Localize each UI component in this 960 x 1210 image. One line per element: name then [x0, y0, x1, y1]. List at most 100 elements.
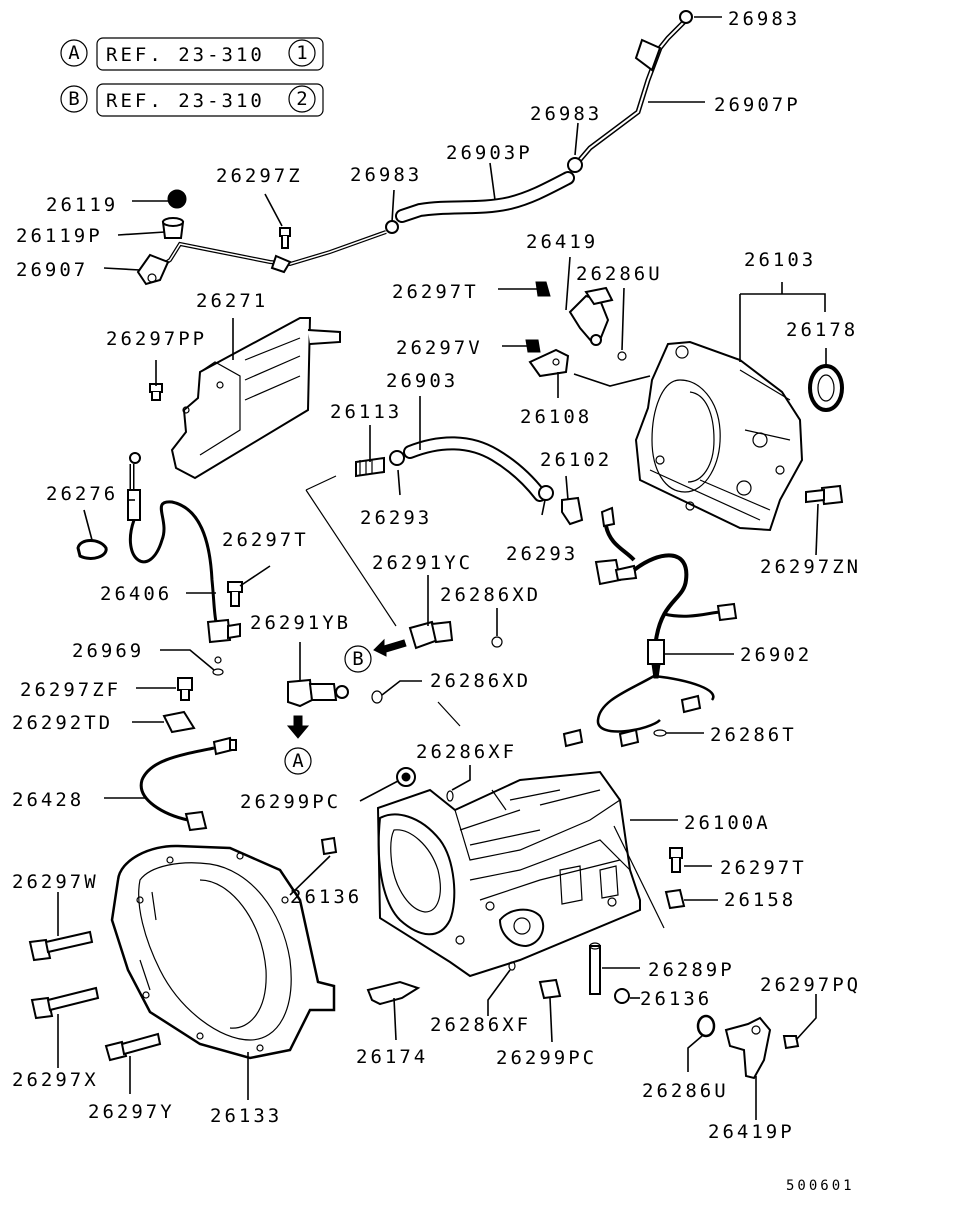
- label-26428: 26428: [12, 789, 84, 811]
- label-26299PC: 26299PC: [496, 1047, 597, 1069]
- label-26136: 26136: [290, 886, 362, 908]
- cap-26119: [167, 189, 187, 209]
- label-26119P: 26119P: [16, 225, 103, 247]
- label-26907: 26907: [16, 259, 88, 281]
- label-26293: 26293: [360, 507, 432, 529]
- label-26286XD: 26286XD: [440, 584, 541, 606]
- clip-26276: [76, 539, 108, 560]
- hose-26903: [355, 436, 554, 502]
- label-26108: 26108: [520, 406, 592, 428]
- label-26406: 26406: [100, 583, 172, 605]
- ref-marker-letter: B: [68, 88, 79, 110]
- label-26297T: 26297T: [222, 529, 309, 551]
- label-26297T: 26297T: [392, 281, 479, 303]
- label-26983: 26983: [350, 164, 422, 186]
- label-26902: 26902: [740, 644, 812, 666]
- o-ring-26286U-low: [696, 1014, 716, 1038]
- transmission-26100A: [320, 767, 686, 1006]
- reference-b: B REF. 23-310 2: [60, 83, 324, 117]
- label-26286T: 26286T: [710, 724, 797, 746]
- ref-circle-number: 2: [296, 88, 307, 110]
- label-26158: 26158: [724, 889, 796, 911]
- ref-text: REF. 23-310: [106, 44, 265, 66]
- left-small-parts: [139, 677, 237, 832]
- label-26903: 26903: [386, 370, 458, 392]
- fitting-26113: [355, 456, 385, 478]
- ref-circle: [288, 85, 316, 113]
- diagram-number: 500601: [786, 1178, 855, 1194]
- plug-26136-right: [614, 988, 630, 1004]
- label-26419: 26419: [526, 231, 598, 253]
- fittings-group: B A: [284, 620, 503, 775]
- label-26113: 26113: [330, 401, 402, 423]
- cover-26271: [149, 317, 341, 480]
- label-26297T: 26297T: [720, 857, 807, 879]
- label-26293: 26293: [506, 543, 578, 565]
- part-labels: 26983 26907P 26983 26903P 26983 26297Z 2…: [12, 8, 861, 1194]
- harness-26902: [561, 496, 738, 748]
- ref-box: [96, 83, 324, 117]
- label-26286U: 26286U: [576, 263, 663, 285]
- label-26907P: 26907P: [714, 94, 801, 116]
- label-26299PC: 26299PC: [240, 791, 341, 813]
- pipe-bracket-26907: [136, 253, 170, 286]
- case-26103: [634, 340, 844, 532]
- leader-lines: [57, 16, 827, 1120]
- plug-26136-left: [320, 836, 338, 856]
- o-ring-26286XD-low: [371, 690, 383, 704]
- o-ring-26286T: [653, 729, 667, 737]
- seal-26178: [808, 364, 844, 412]
- o-ring-26286U-top: [617, 351, 627, 361]
- label-26133: 26133: [210, 1105, 282, 1127]
- ref-marker-letter: A: [68, 42, 80, 64]
- bracket-26174: [366, 980, 421, 1006]
- label-26286U: 26286U: [642, 1080, 729, 1102]
- clamp-26983-left: [385, 220, 399, 234]
- tube-26289P: [589, 945, 601, 995]
- label-26297X: 26297X: [12, 1069, 99, 1091]
- label-26100A: 26100A: [684, 812, 771, 834]
- label-26297Y: 26297Y: [88, 1101, 175, 1123]
- label-26419P: 26419P: [708, 1121, 795, 1143]
- label-26174: 26174: [356, 1046, 428, 1068]
- label-26297W: 26297W: [12, 871, 99, 893]
- label-26969: 26969: [72, 640, 144, 662]
- label-26297V: 26297V: [396, 337, 483, 359]
- pipe-bracket: [634, 38, 662, 72]
- plug-26299PC-low: [538, 978, 562, 1000]
- label-26297Z: 26297Z: [216, 165, 303, 187]
- label-26286XF: 26286XF: [430, 1014, 531, 1036]
- clamp-26983-top: [679, 10, 693, 24]
- bracket-26108: [528, 348, 570, 378]
- label-26297ZN: 26297ZN: [760, 556, 861, 578]
- label-26276: 26276: [46, 483, 118, 505]
- ref-box: [96, 37, 324, 71]
- ref-circle: [288, 39, 316, 67]
- reference-a: A REF. 23-310 1: [60, 37, 324, 71]
- label-26289P: 26289P: [648, 959, 735, 981]
- sensor-26419P: [724, 1016, 772, 1080]
- bell-housing-26133: [28, 844, 336, 1062]
- label-26102: 26102: [540, 449, 612, 471]
- label-26291YB: 26291YB: [250, 612, 351, 634]
- clip-26292TD: [162, 710, 196, 734]
- label-26983: 26983: [530, 103, 602, 125]
- clamp-26983-mid: [567, 157, 583, 173]
- label-26297PP: 26297PP: [106, 328, 207, 350]
- fitting-26291YB: [287, 678, 314, 708]
- ref-text: REF. 23-310: [106, 90, 265, 112]
- label-26291YC: 26291YC: [372, 552, 473, 574]
- clamp-26293-left: [389, 450, 405, 466]
- o-ring-26286XD-top: [491, 636, 503, 648]
- label-26119: 26119: [46, 194, 118, 216]
- label-26903P: 26903P: [446, 142, 533, 164]
- label-26103: 26103: [744, 249, 816, 271]
- breather-pipe-group: [136, 10, 693, 286]
- ref-marker-circle: [60, 39, 88, 67]
- sensor-26419P-group: [696, 1014, 800, 1080]
- callout-a: A: [292, 750, 304, 772]
- ref-marker-circle: [60, 85, 88, 113]
- o-ring-26969: [212, 668, 224, 676]
- label-26178: 26178: [786, 319, 858, 341]
